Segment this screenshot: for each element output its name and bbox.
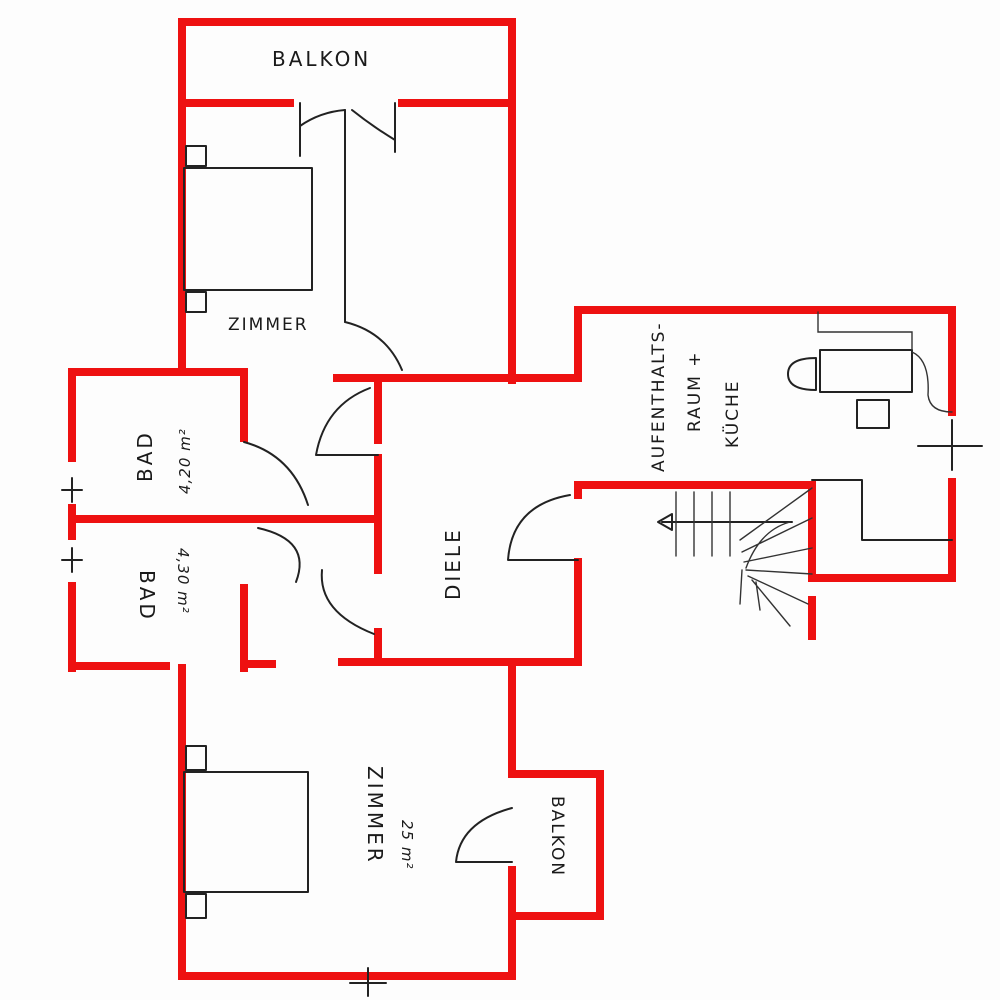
label-zimmer-bottom: ZIMMER [363,766,387,865]
door-diele-lower [320,569,375,635]
door-balcony-lower [455,807,513,863]
door-bad-lower [257,527,301,583]
label-zimmer-top: ZIMMER [228,315,309,335]
staircase [657,487,813,627]
stair-arrowhead [657,513,673,531]
pillow-upper-a [185,145,207,167]
label-zimmer-bottom-area: 25 m² [398,820,416,869]
stair-landing [811,479,953,541]
door-balcony-left [299,102,346,157]
furniture [183,145,953,919]
bed-upper [183,167,313,291]
window-mark-bad-lower [61,547,83,573]
walls [68,18,956,980]
door-diele-upper [315,387,379,456]
label-diele: DIELE [441,527,465,600]
pillow-lower-b [185,893,207,919]
label-bad-lower-area: 4,30 m² [174,548,192,614]
labels: BALKON ZIMMER BAD 4,20 m² BAD 4,30 m² DI… [133,47,743,877]
window-mark-bad-upper [61,477,83,503]
label-aufenthalt-3: KÜCHE [721,379,743,448]
window-markers [61,419,983,997]
pillow-upper-b [185,291,207,313]
bed-lower [183,771,309,893]
stair-treads [675,487,813,627]
door-upper-room [344,321,403,371]
label-aufenthalt-2: RAUM + [685,350,705,432]
kitchen-table [819,349,913,393]
label-aufenthalt-1: AUFENTHALTS- [649,321,669,472]
label-bad-upper: BAD [133,430,157,482]
kitchen-counter-line [817,311,953,413]
door-bad-upper [243,441,309,506]
window-mark-kitchen [917,419,983,471]
label-balkon-right: BALKON [547,796,567,877]
label-balkon-top: BALKON [272,47,371,71]
pillow-lower-a [185,745,207,771]
kitchen-chair-left [787,357,817,391]
doors [243,102,579,863]
window-mark-lower-room [349,967,387,997]
label-bad-upper-area: 4,20 m² [176,428,194,494]
door-kitchen [507,494,579,561]
door-balcony-right [351,102,396,153]
label-bad-lower: BAD [135,570,159,622]
kitchen-chair-bottom [856,399,890,429]
